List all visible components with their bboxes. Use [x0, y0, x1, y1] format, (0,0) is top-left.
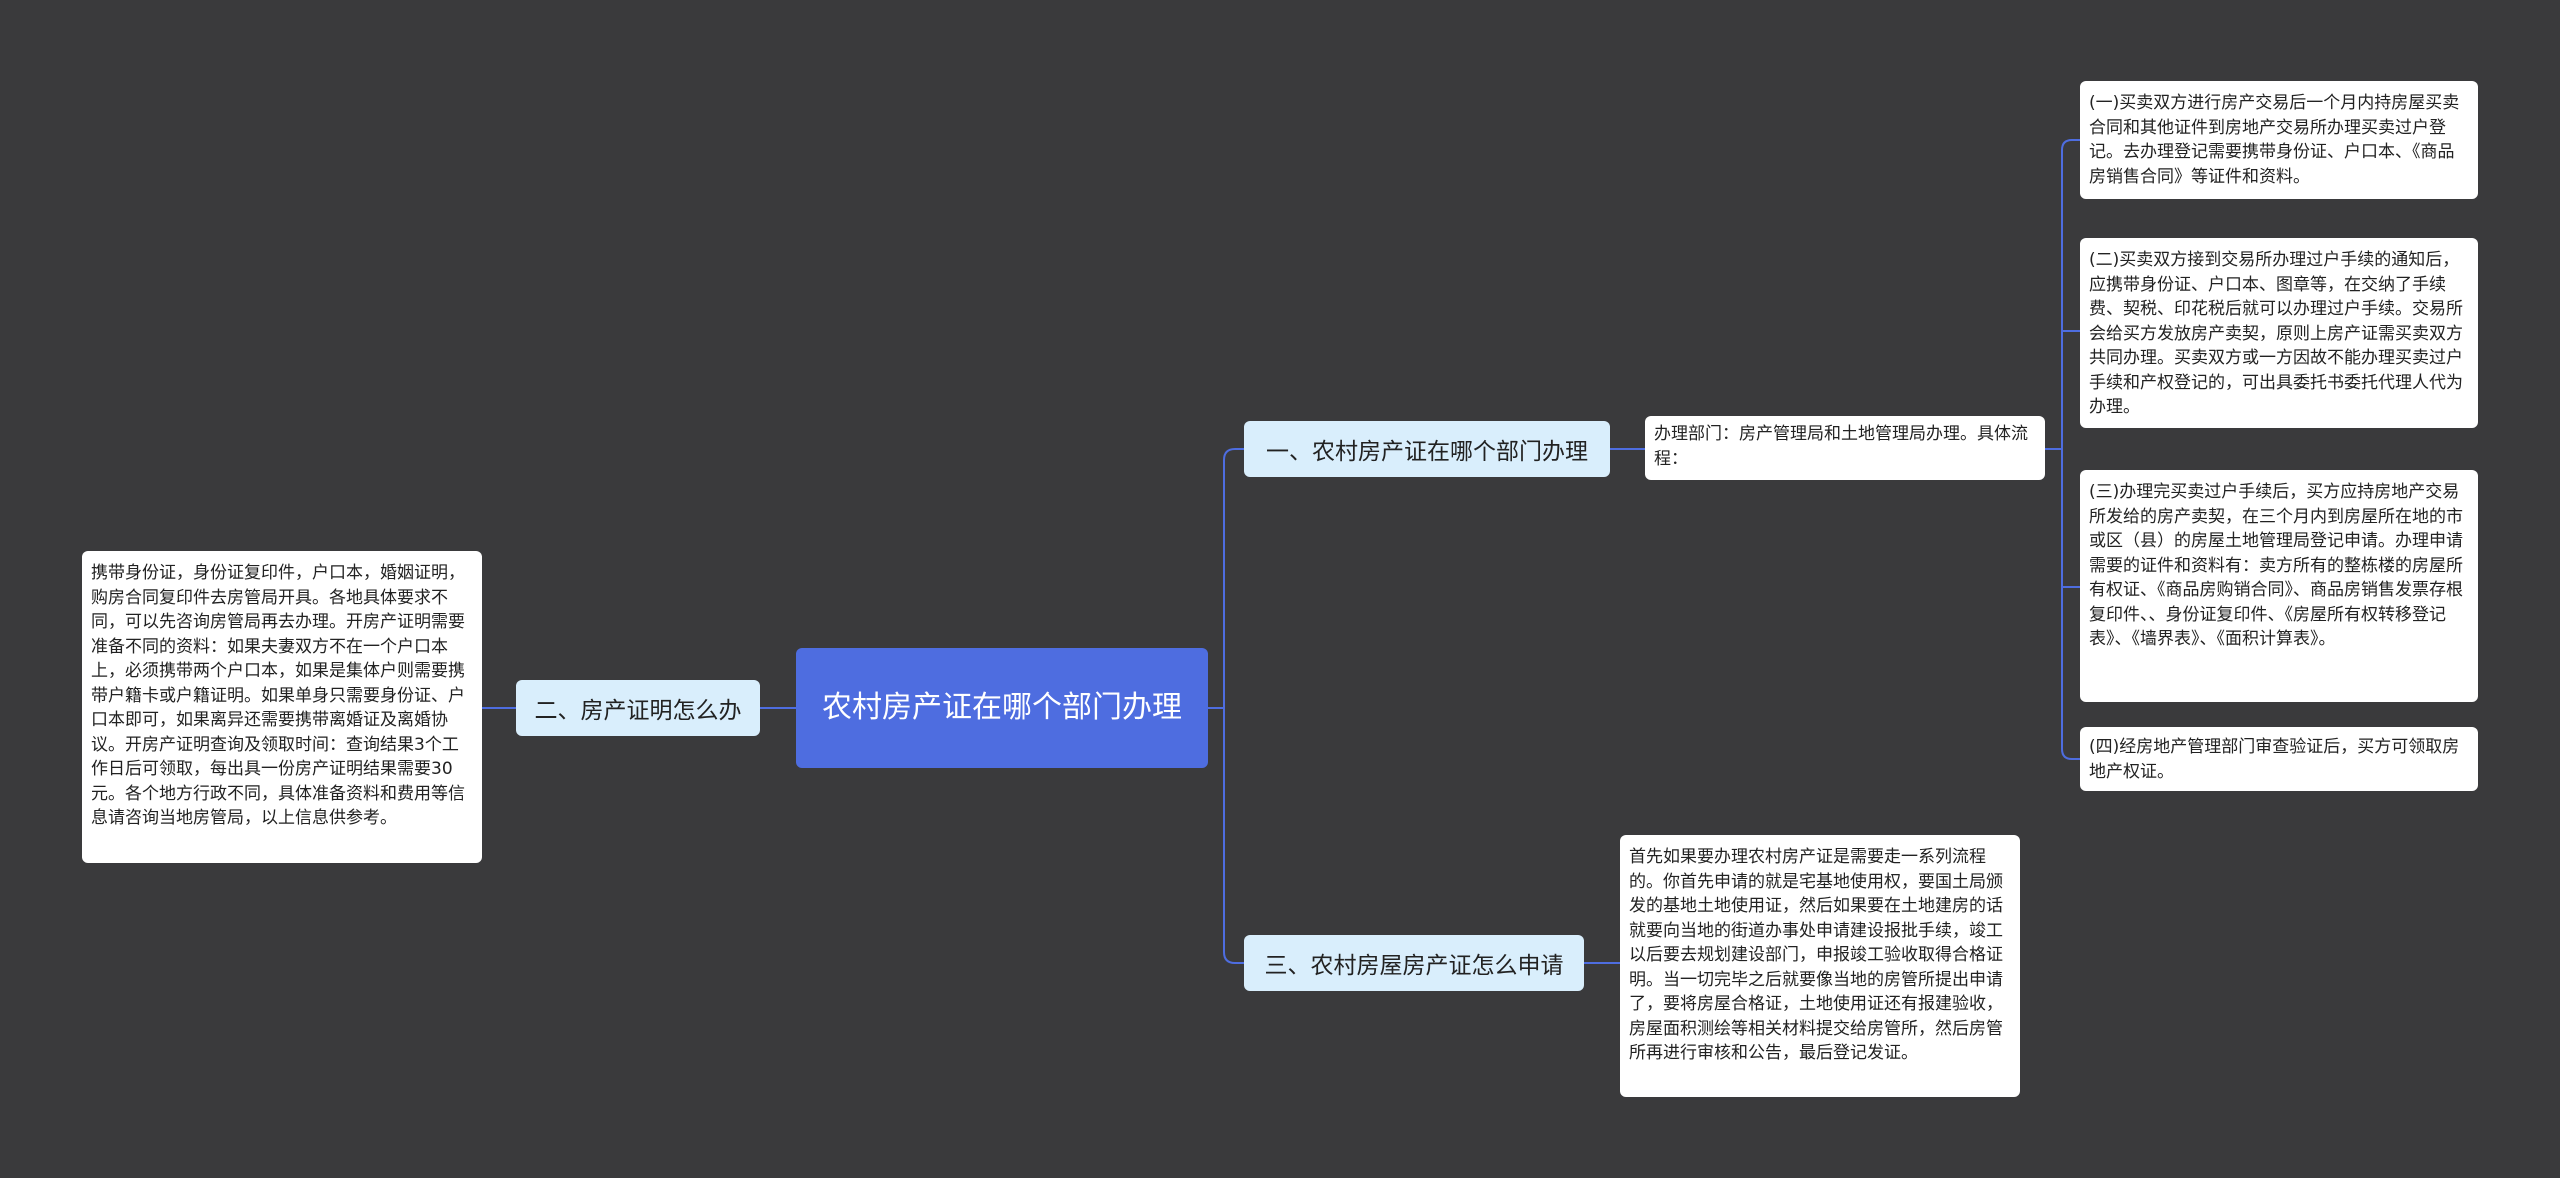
connector-root-to-topics-right — [1208, 448, 1244, 964]
topic-2-box[interactable]: 二、房产证明怎么办 — [516, 680, 760, 736]
topic-3-label: 三、农村房屋房产证怎么申请 — [1264, 953, 1564, 979]
topic-2-detail[interactable]: 携带身份证，身份证复印件，户口本，婚姻证明，购房合同复印件去房管局开具。各地具体… — [82, 551, 482, 863]
step-4-text: (四)经房地产管理部门审查验证后，买方可领取房地产权证。 — [2089, 737, 2460, 782]
topic-2-label: 二、房产证明怎么办 — [534, 698, 742, 724]
root-topic[interactable]: 农村房产证在哪个部门办理 — [796, 648, 1208, 768]
topic-3-box[interactable]: 三、农村房屋房产证怎么申请 — [1244, 935, 1584, 991]
step-2-box[interactable]: (二)买卖双方接到交易所办理过户手续的通知后，应携带身份证、户口本、图章等，在交… — [2080, 238, 2478, 428]
step-3-text: (三)办理完买卖过户手续后，买方应持房地产交易所发给的房产卖契，在三个月内到房屋… — [2089, 482, 2463, 649]
root-topic-label: 农村房产证在哪个部门办理 — [822, 690, 1182, 725]
topic-1-intro[interactable]: 办理部门：房产管理局和土地管理局办理。具体流程： — [1645, 416, 2045, 480]
topic-3-detail-text: 首先如果要办理农村房产证是需要走一系列流程的。你首先申请的就是宅基地使用权，要国… — [1629, 847, 2003, 1063]
step-2-text: (二)买卖双方接到交易所办理过户手续的通知后，应携带身份证、户口本、图章等，在交… — [2089, 250, 2463, 417]
topic-2-detail-text: 携带身份证，身份证复印件，户口本，婚姻证明，购房合同复印件去房管局开具。各地具体… — [91, 563, 465, 828]
step-1-box[interactable]: (一)买卖双方进行房产交易后一个月内持房屋买卖合同和其他证件到房地产交易所办理买… — [2080, 81, 2478, 199]
topic-1-label: 一、农村房产证在哪个部门办理 — [1266, 439, 1588, 465]
connector-intro-to-steps — [2045, 139, 2080, 760]
topic-1-intro-text: 办理部门：房产管理局和土地管理局办理。具体流程： — [1654, 424, 2028, 469]
topic-1-box[interactable]: 一、农村房产证在哪个部门办理 — [1244, 421, 1610, 477]
topic-3-detail[interactable]: 首先如果要办理农村房产证是需要走一系列流程的。你首先申请的就是宅基地使用权，要国… — [1620, 835, 2020, 1097]
step-4-box[interactable]: (四)经房地产管理部门审查验证后，买方可领取房地产权证。 — [2080, 727, 2478, 791]
step-3-box[interactable]: (三)办理完买卖过户手续后，买方应持房地产交易所发给的房产卖契，在三个月内到房屋… — [2080, 470, 2478, 702]
step-1-text: (一)买卖双方进行房产交易后一个月内持房屋买卖合同和其他证件到房地产交易所办理买… — [2089, 93, 2460, 187]
